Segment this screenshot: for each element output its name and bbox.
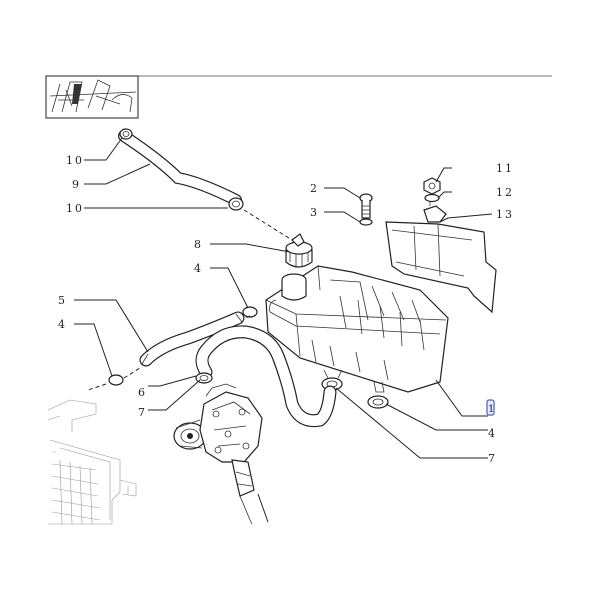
pressure-cap <box>285 233 313 268</box>
callout-2: 2 <box>310 182 319 195</box>
bracket-nut <box>423 177 441 195</box>
tank-bolt <box>359 193 373 219</box>
callout-4-bottom: 4 <box>488 427 497 440</box>
callout-3: 3 <box>310 206 319 219</box>
tank-bottom-grommet <box>367 395 389 409</box>
bolt-washer <box>359 218 373 226</box>
callout-4-top: 4 <box>194 262 203 275</box>
hose-clamp-left <box>108 374 124 386</box>
bracket-washer <box>424 193 440 203</box>
mounting-bracket <box>385 196 497 314</box>
callout-9: 9 <box>72 178 81 191</box>
callout-6: 6 <box>138 386 147 399</box>
callout-4-left: 4 <box>58 318 67 331</box>
callout-10-middle: 10 <box>66 202 84 215</box>
leader-lines <box>74 137 493 459</box>
callout-12: 12 <box>496 186 514 199</box>
callout-1: 1 <box>488 404 494 415</box>
hose-clamp-top <box>228 197 244 211</box>
coolant-hose-bottom <box>195 325 337 428</box>
callout-11: 11 <box>496 162 514 175</box>
radiator-outline <box>47 399 137 525</box>
callout-7-left: 7 <box>138 406 147 419</box>
callout-10-top: 10 <box>66 154 84 167</box>
tank-inlet-clamp <box>242 306 258 318</box>
coolant-hose-long <box>139 311 245 367</box>
callout-7-bottom: 7 <box>488 452 497 465</box>
expansion-tank <box>265 265 449 393</box>
callout-1-highlight <box>486 399 495 416</box>
callout-13: 13 <box>496 208 514 221</box>
vent-hose-upper <box>118 128 242 206</box>
callout-8: 8 <box>194 238 203 251</box>
thumbnail-icon <box>45 75 139 119</box>
callout-5: 5 <box>58 294 67 307</box>
water-pump-assembly <box>173 383 263 525</box>
